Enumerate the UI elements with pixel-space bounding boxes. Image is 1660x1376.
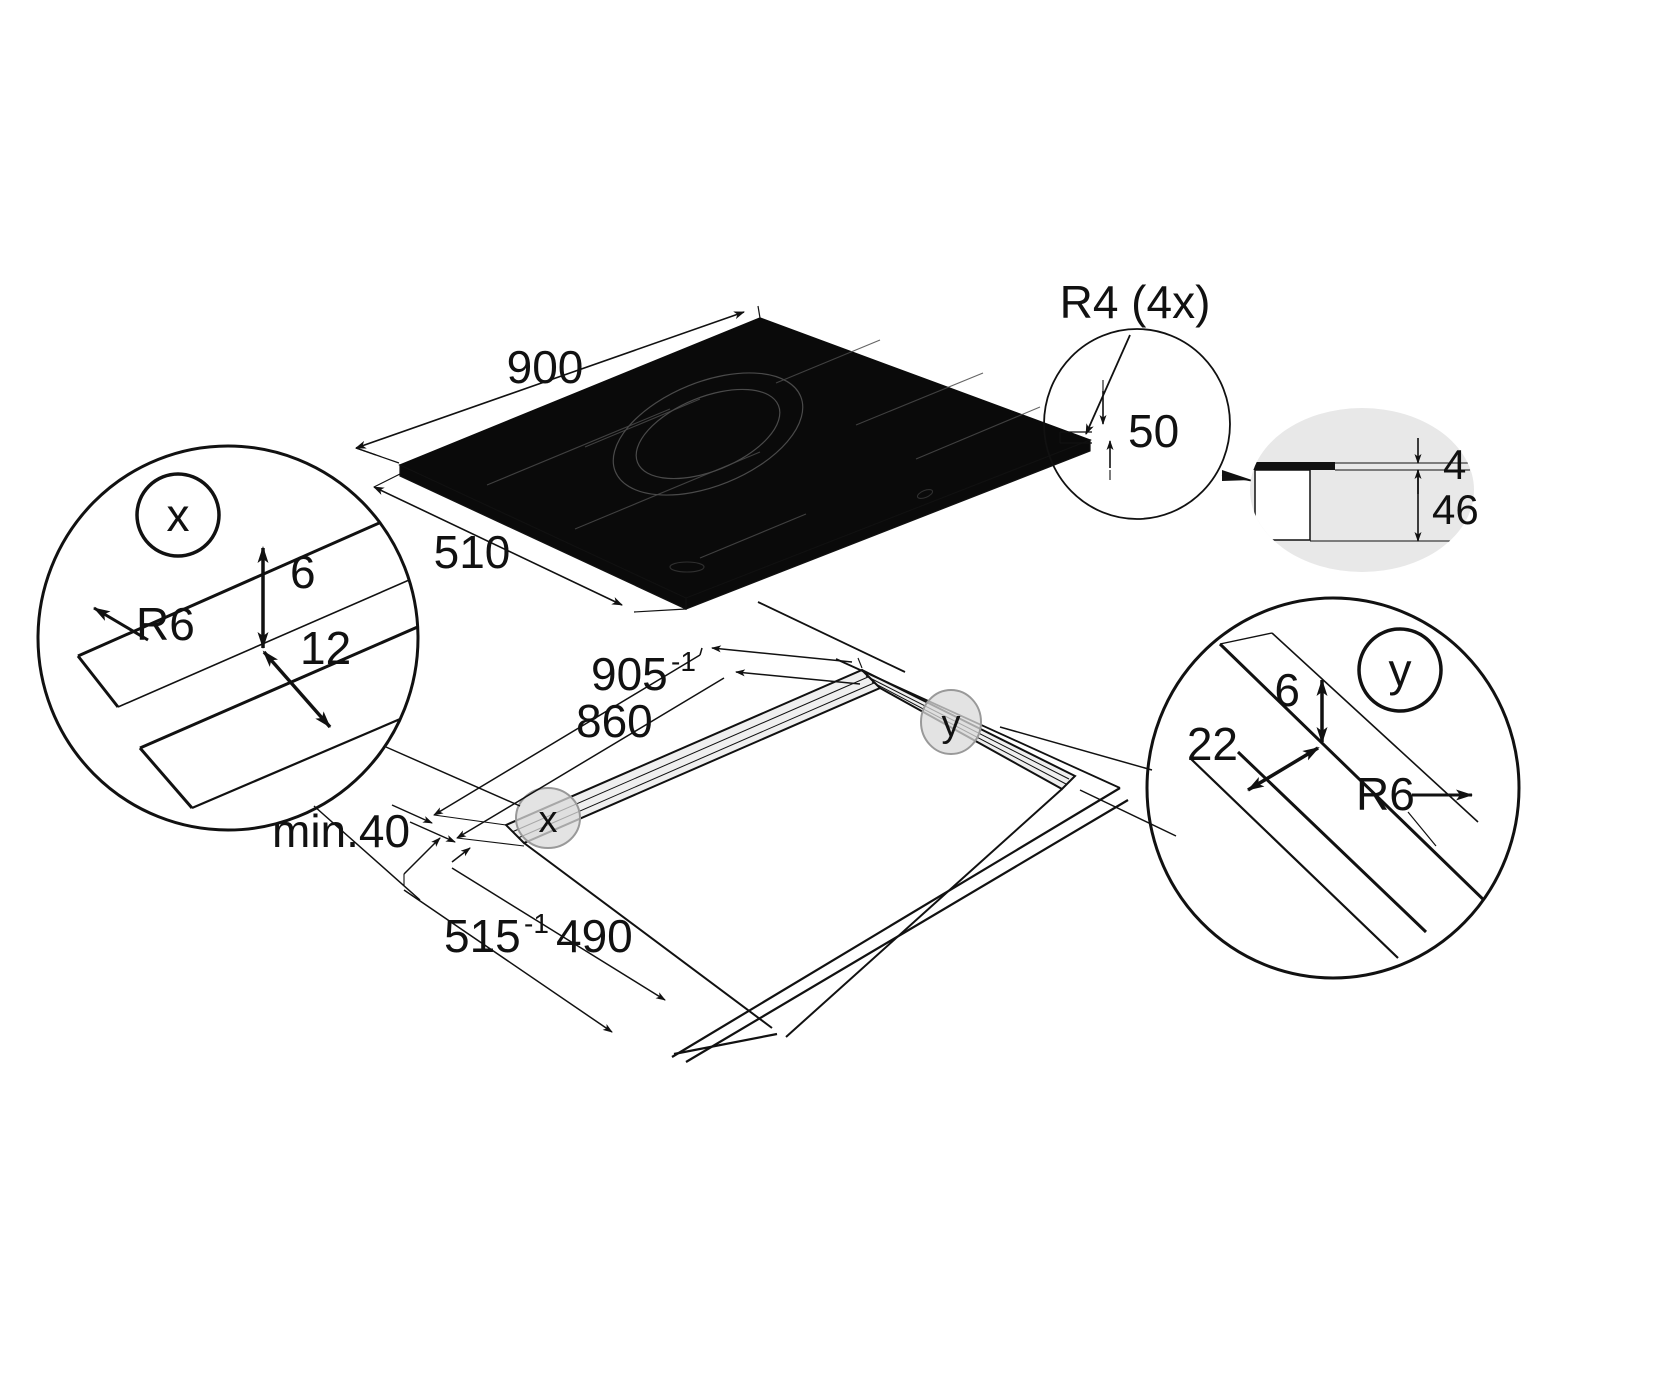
cutout-depth-inner-label: 490 xyxy=(556,910,633,962)
detail-y-circle xyxy=(1145,596,1521,980)
callout-marker-x-label: x xyxy=(539,799,558,841)
label-cutout-depth-nominal: 515 -1 xyxy=(444,908,549,962)
detail-x-step-height-label: 6 xyxy=(290,546,316,598)
cutout-width-inner-label: 860 xyxy=(576,695,653,747)
callout-marker-y xyxy=(920,689,982,755)
detail-y-step-height-label: 6 xyxy=(1274,664,1300,716)
dimension-rear-clearance xyxy=(391,804,456,843)
detail-y-badge xyxy=(1357,627,1443,713)
callout-marker-x xyxy=(515,787,581,849)
cutout-width-nominal-value: 905 xyxy=(591,648,668,700)
callout-marker-y-label: y xyxy=(942,703,961,745)
detail-y-badge-label: y xyxy=(1389,644,1412,696)
brand-mark-icon xyxy=(669,561,705,573)
corner-radius-label: R4 (4x) xyxy=(1060,276,1211,328)
cutout-width-nominal-tolerance: -1 xyxy=(671,646,696,677)
dimension-cutout-depth-inner xyxy=(451,847,666,1001)
dimension-hob-width xyxy=(355,305,761,464)
corner-tip-geometry xyxy=(1059,431,1092,444)
dimension-cutout-width-inner xyxy=(456,669,861,847)
worktop-surface-edges xyxy=(671,787,1129,1063)
power-indicator-icon xyxy=(916,489,934,499)
cutout-depth-nominal-tolerance: -1 xyxy=(524,908,549,939)
worktop-cutout-assembly xyxy=(504,601,1129,1063)
section-body-depth-label: 46 xyxy=(1432,486,1479,533)
dimension-hob-depth xyxy=(373,473,687,613)
detail-x-badge xyxy=(135,472,221,558)
detail-x-radius-label: R6 xyxy=(136,598,195,650)
detail-x-radius-leader xyxy=(93,606,149,642)
detail-y-connectors xyxy=(999,726,1177,837)
corner-detail-pointer xyxy=(1222,470,1252,481)
detail-x-badge-label: x xyxy=(167,489,190,541)
detail-y-step-width-arrow xyxy=(1247,746,1320,792)
section-glass-thickness-label: 4 xyxy=(1443,441,1466,488)
section-detail xyxy=(1250,408,1474,572)
section-reference-lines xyxy=(1310,462,1470,542)
detail-view-x xyxy=(36,444,521,901)
corner-offset-label: 50 xyxy=(1128,405,1179,457)
detail-y-radius-thin-leader xyxy=(1407,811,1437,847)
cutout-depth-nominal-value: 515 xyxy=(444,910,521,962)
detail-y-step-width-label: 22 xyxy=(1187,718,1238,770)
corner-radius-leader xyxy=(1085,334,1131,435)
detail-y-radius-label: R6 xyxy=(1356,768,1415,820)
section-body-outline xyxy=(1254,469,1311,541)
dimension-cutout-depth-nominal xyxy=(403,837,613,1033)
dimension-label-hob-width: 900 xyxy=(507,341,584,393)
hob-right-edge xyxy=(685,439,1091,610)
corner-radius-detail xyxy=(1043,328,1259,520)
corner-offset-arrows xyxy=(1099,380,1114,480)
detail-x-connectors xyxy=(313,746,521,901)
section-glass-slab xyxy=(1250,462,1335,470)
detail-view-y xyxy=(999,596,1521,980)
detail-x-step-width-arrow xyxy=(262,650,332,729)
detail-x-step-width-label: 12 xyxy=(300,622,351,674)
label-cutout-width-nominal: 905 -1 xyxy=(591,646,696,700)
detail-x-circle xyxy=(36,444,420,832)
corner-detail-circle xyxy=(1043,328,1231,520)
dimension-label-hob-depth: 510 xyxy=(434,526,511,578)
cutout-opening-edges xyxy=(523,788,1063,1038)
